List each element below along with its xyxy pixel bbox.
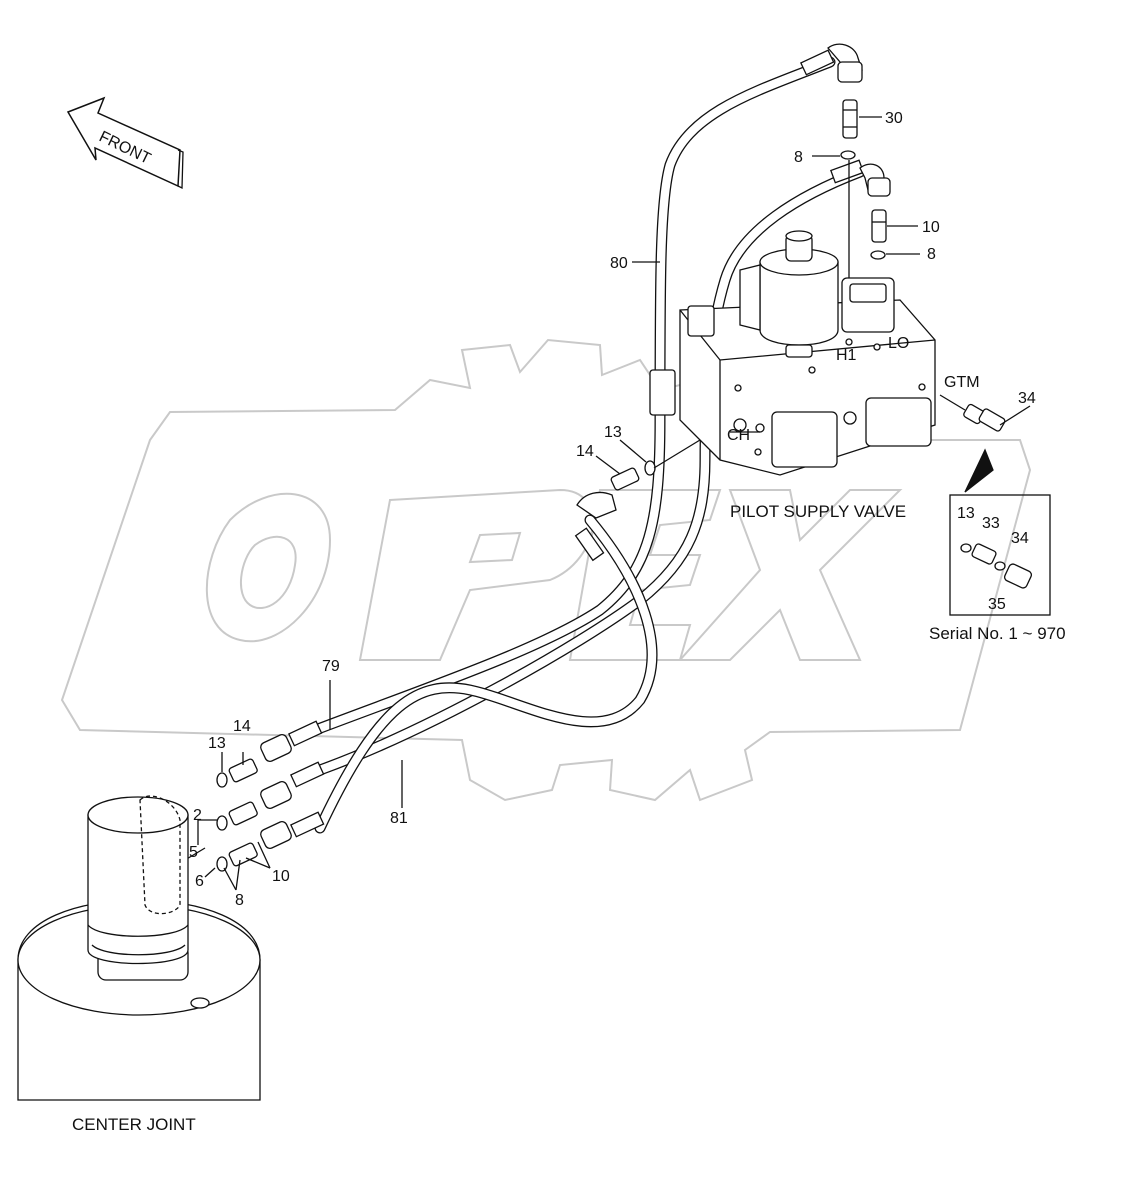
callout-13-ch: 13 xyxy=(604,424,622,441)
callout-h1: H1 xyxy=(836,347,857,364)
callout-33-inset: 33 xyxy=(982,515,1000,532)
o-ring-8-top xyxy=(840,150,856,160)
o-ring-8-mid xyxy=(870,250,886,260)
callout-ch: CH xyxy=(727,427,750,444)
callout-80: 80 xyxy=(610,255,628,272)
callout-13-lower: 13 xyxy=(208,735,226,752)
callout-10-lower: 10 xyxy=(272,868,290,885)
center-joint-caption: CENTER JOINT xyxy=(72,1115,196,1134)
pilot-valve-caption: PILOT SUPPLY VALVE xyxy=(730,502,906,521)
center-joint xyxy=(17,795,261,1101)
callout-8-mid: 8 xyxy=(927,246,936,263)
adapter-10-top xyxy=(871,209,887,243)
callout-13-inset: 13 xyxy=(957,505,975,522)
top-fittings xyxy=(812,43,920,340)
serial-inset xyxy=(949,494,1051,616)
callout-2: 2 xyxy=(193,807,202,824)
pilot-supply-valve xyxy=(649,230,936,476)
adapter-30 xyxy=(842,99,858,139)
watermark: OPEX xyxy=(60,338,1096,1171)
callout-6: 6 xyxy=(195,873,204,890)
callout-35-inset: 35 xyxy=(988,596,1006,613)
lower-fittings xyxy=(184,261,660,891)
callout-34-inset: 34 xyxy=(1011,530,1029,547)
callout-10-top: 10 xyxy=(922,219,940,236)
serial-caption: Serial No. 1 ~ 970 xyxy=(929,624,1066,643)
callout-79: 79 xyxy=(322,658,340,675)
captions: PILOT SUPPLY VALVE Serial No. 1 ~ 970 CE… xyxy=(72,502,1066,1134)
hose-assembly xyxy=(288,49,866,838)
callout-8-top: 8 xyxy=(794,149,803,166)
callout-5: 5 xyxy=(189,844,198,861)
watermark-text: OPEX xyxy=(1090,1169,1096,1171)
callout-30: 30 xyxy=(885,110,903,127)
callout-81: 81 xyxy=(390,810,408,827)
callout-8-lower: 8 xyxy=(235,892,244,909)
front-arrow: FRONT xyxy=(66,96,184,190)
callout-labels: 80 30 8 10 8 H1 LO GTM 34 CH 13 14 79 14… xyxy=(189,110,1036,909)
ch-fittings xyxy=(576,439,701,519)
callout-gtm: GTM xyxy=(944,374,980,391)
callout-lo: LO xyxy=(888,335,909,352)
gtm-fitting xyxy=(939,394,1031,493)
callout-34-gtm: 34 xyxy=(1018,390,1036,407)
callout-14-lower: 14 xyxy=(233,718,251,735)
callout-14-ch: 14 xyxy=(576,443,594,460)
